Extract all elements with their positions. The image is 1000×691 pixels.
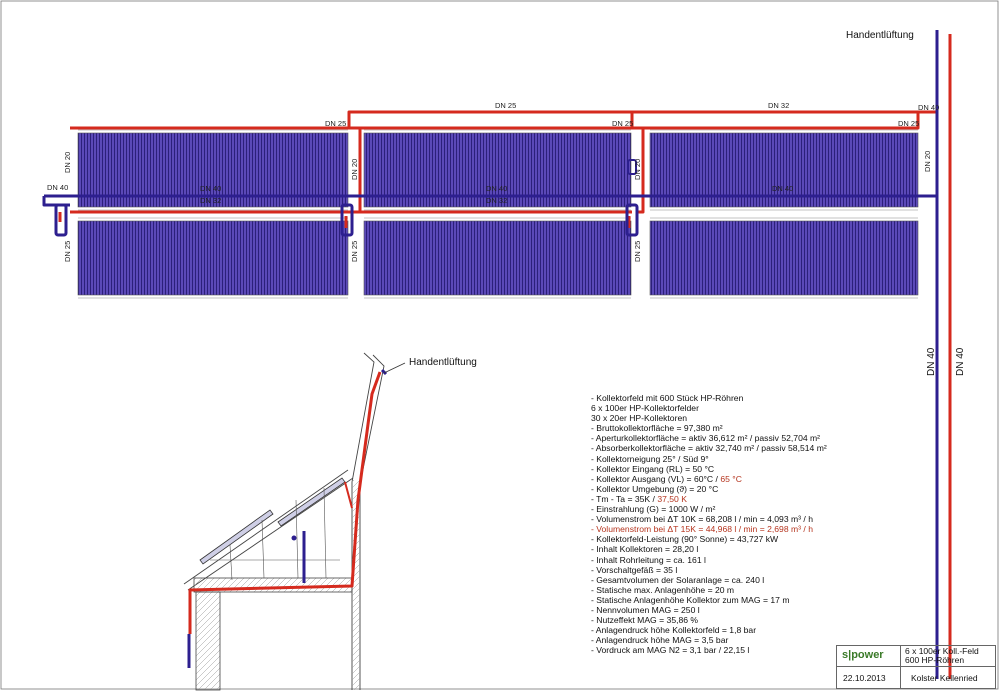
note-line: - Inhalt Rohrleitung = ca. 161 l — [591, 554, 706, 565]
pipe-label: DN 25 — [63, 241, 72, 262]
note-red-value: 37,50 K — [657, 493, 687, 504]
pipe-label: DN 25 — [898, 119, 919, 128]
note-line: - Vordruck am MAG N2 = 3,1 bar / 22,15 l — [591, 645, 750, 656]
collector-panel — [363, 220, 632, 296]
pipe-label: DN 40 — [772, 184, 793, 193]
note-line: - Kollektor Umgebung (ϑ) = 20 °C — [591, 483, 719, 494]
pipe-label: DN 25 — [495, 101, 516, 110]
vent-label-plan: Handentlüftung — [846, 30, 914, 41]
note-line: 6 x 100er HP-Kollektorfelder — [591, 403, 699, 414]
note-line: - Anlagendruck höhe MAG = 3,5 bar — [591, 635, 729, 646]
specification-notes: - Kollektorfeld mit 600 Stück HP-Röhren … — [591, 393, 851, 655]
note-line: - Kollektor Eingang (RL) = 50 °C — [591, 463, 715, 474]
note-line: 30 x 20er HP-Kollektoren — [591, 413, 688, 424]
return-pipes — [42, 34, 939, 679]
pipe-label: DN 40 — [918, 103, 939, 112]
note-line: - Anlagendruck höhe Kollektorfeld = 1,8 … — [591, 625, 757, 636]
collector-row-bottom — [77, 220, 919, 296]
vent-label-section: Handentlüftung — [409, 357, 477, 368]
pipe-label: DN 40 — [955, 347, 966, 376]
pipe-label: DN 40 — [47, 183, 68, 192]
note-line: - Einstrahlung (G) = 1000 W / m² — [591, 504, 716, 515]
pipe-label: DN 25 — [612, 119, 633, 128]
pipe-label: DN 20 — [350, 159, 359, 180]
panel-frames — [78, 129, 918, 299]
pipe-label: DN 25 — [325, 119, 346, 128]
drawing-date: 22.10.2013 — [837, 667, 901, 688]
note-line: - Statische max. Anlagenhöhe = 20 m — [591, 584, 735, 595]
collector-panel — [649, 220, 919, 296]
note-line: - Gesamtvolumen der Solaranlage = ca. 24… — [591, 574, 765, 585]
title-block: s|power 6 x 100er Koll.-Feld 600 HP-Röhr… — [836, 645, 996, 689]
collector-panel — [77, 220, 349, 296]
supply-pipe-section — [188, 371, 382, 634]
note-line: - Absorberkollektorfläche = aktiv 32,740… — [591, 443, 827, 454]
pipe-label: DN 25 — [350, 241, 359, 262]
note-line: - Nutzeffekt MAG = 35,86 % — [591, 615, 699, 626]
wall — [195, 591, 221, 691]
pipe-label: DN 40 — [926, 347, 937, 376]
note-line: - Inhalt Kollektoren = 28,20 l — [591, 544, 699, 555]
pipe-label: DN 40 — [486, 184, 507, 193]
pipe-label: DN 25 — [633, 241, 642, 262]
pipe-label: DN 32 — [486, 196, 507, 205]
pipe-label: DN 32 — [768, 101, 789, 110]
note-line-highlight: - Volumenstrom bei ΔT 15K = 44,968 l / m… — [591, 524, 813, 535]
note-line: - Tm - Ta = 35K / 37,50 K — [591, 493, 687, 504]
pipe-label: DN 20 — [633, 159, 642, 180]
drawing-title: 6 x 100er Koll.-Feld 600 HP-Röhren — [901, 646, 995, 667]
project-name: Kolster Kellenried — [911, 673, 978, 683]
note-line: - Aperturkollektorfläche = aktiv 36,612 … — [591, 433, 821, 444]
note-line: - Vorschaltgefäß = 35 l — [591, 564, 678, 575]
pipe-label: DN 20 — [923, 151, 932, 172]
section-view: Handentlüftung — [183, 352, 477, 691]
note-line: - Kollektorfeld mit 600 Stück HP-Röhren — [591, 393, 744, 403]
note-line: - Bruttokollektorfläche = 97,380 m² — [591, 423, 723, 434]
pipe-label: DN 40 — [200, 184, 221, 193]
note-line: - Kollektorneigung 25° / Süd 9° — [591, 453, 709, 464]
roof-collectors — [199, 477, 346, 565]
company-logo: s|power — [837, 646, 901, 667]
note-line: - Volumenstrom bei ΔT 10K = 68,208 l / m… — [591, 514, 813, 525]
note-line: - Kollektor Ausgang (VL) = 60°C / 65 °C — [591, 473, 742, 484]
note-line: - Statische Anlagenhöhe Kollektor zum MA… — [591, 594, 790, 605]
note-line: - Kollektorfeld-Leistung (90° Sonne) = 4… — [591, 534, 779, 545]
pipe-label: DN 32 — [200, 196, 221, 205]
note-line: - Nennvolumen MAG = 250 l — [591, 604, 700, 615]
pipe-label: DN 20 — [63, 152, 72, 173]
note-red-value: 65 °C — [720, 473, 742, 484]
plan-view: Handentlüftung DN 25 DN 32 DN 40 DN 25 D… — [42, 30, 966, 679]
